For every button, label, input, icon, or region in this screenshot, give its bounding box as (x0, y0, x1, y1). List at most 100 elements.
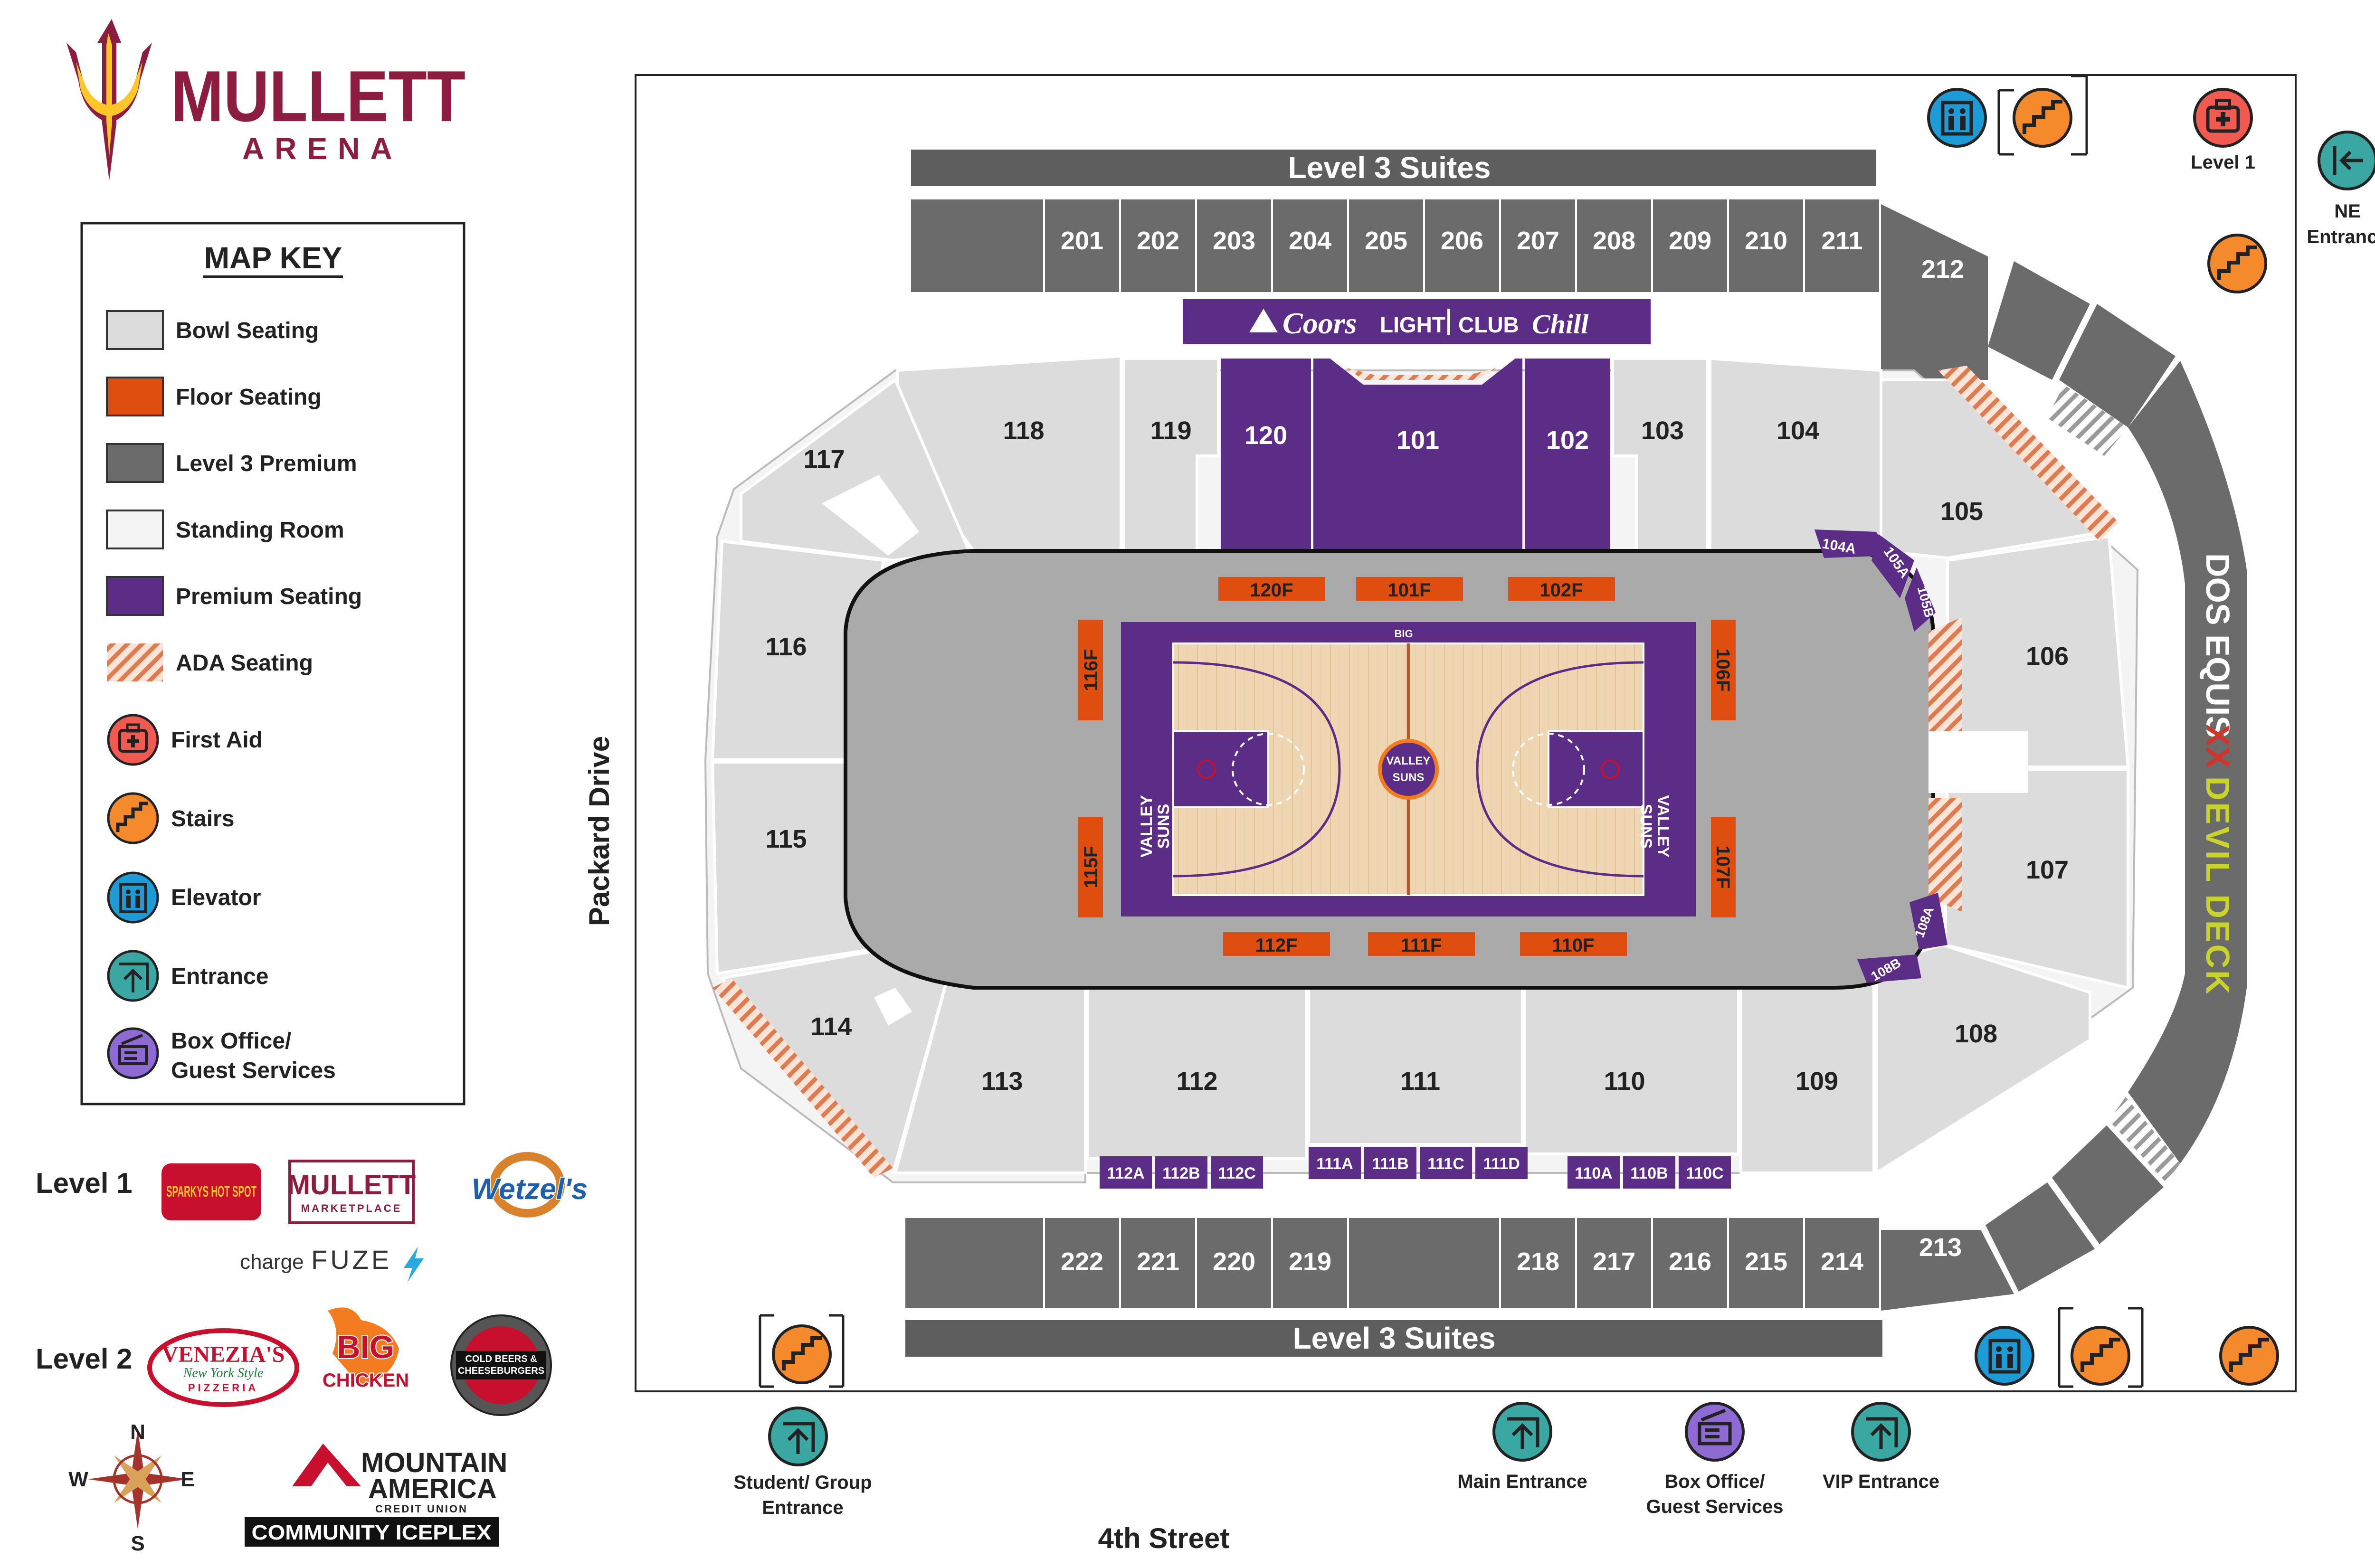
first-aid-ne[interactable]: Level 1 (2191, 88, 2255, 173)
club-light: LIGHT (1380, 312, 1445, 337)
section-204[interactable]: 204 (1289, 227, 1331, 255)
ne-entrance[interactable]: NE Entrance (2307, 131, 2375, 247)
section-111c[interactable]: 111C (1427, 1155, 1464, 1173)
key-label: Elevator (171, 885, 261, 910)
section-109[interactable]: 109 (1796, 1067, 1838, 1096)
stairs-ne-1[interactable] (1997, 75, 2088, 156)
elevator-icon (1988, 1339, 2021, 1374)
section-111d[interactable]: 111D (1483, 1155, 1520, 1173)
club-coors: Coors (1282, 306, 1357, 340)
section-105[interactable]: 105 (1940, 497, 1983, 526)
section-119[interactable]: 119 (1150, 416, 1191, 445)
section-215[interactable]: 215 (1745, 1247, 1787, 1276)
section-106f[interactable]: 106F (1712, 648, 1733, 691)
section-216[interactable]: 216 (1669, 1247, 1711, 1276)
section-201[interactable]: 201 (1061, 227, 1103, 255)
stairs-icon (2023, 100, 2062, 134)
student-entrance-line-2: Entrance (762, 1497, 843, 1518)
section-112a[interactable]: 112A (1107, 1164, 1144, 1182)
box-office-guest-services[interactable]: Box Office/ Guest Services (1646, 1402, 1784, 1517)
key-label: Premium Seating (176, 584, 362, 609)
section-112f[interactable]: 112F (1255, 935, 1298, 956)
section-116f[interactable]: 116F (1081, 649, 1102, 691)
section-118[interactable]: 118 (1003, 416, 1044, 445)
section-117[interactable]: 117 (803, 445, 845, 473)
sponsor-banner: COMMUNITY ICEPLEX (252, 1521, 492, 1544)
main-entrance[interactable]: Main Entrance (1457, 1402, 1587, 1492)
stairs-se-1[interactable] (2058, 1307, 2144, 1388)
section-211[interactable]: 211 (1821, 227, 1862, 255)
section-107[interactable]: 107 (2026, 856, 2069, 884)
section-205[interactable]: 205 (1365, 227, 1407, 255)
section-111f[interactable]: 111F (1401, 935, 1442, 956)
ne-entrance-line-2: Entrance (2307, 227, 2375, 247)
key-standing-room: Standing Room (106, 510, 344, 549)
section-120f[interactable]: 120F (1250, 580, 1293, 601)
section-110b[interactable]: 110B (1630, 1164, 1668, 1182)
section-202[interactable]: 202 (1137, 227, 1179, 255)
section-203[interactable]: 203 (1213, 227, 1255, 255)
section-112c[interactable]: 112C (1218, 1164, 1255, 1182)
section-213[interactable]: 213 (1919, 1233, 1962, 1262)
section-207[interactable]: 207 (1517, 227, 1559, 255)
section-110f[interactable]: 110F (1552, 935, 1595, 956)
stairs-sw[interactable] (759, 1314, 845, 1388)
section-221[interactable]: 221 (1137, 1247, 1179, 1276)
section-106[interactable]: 106 (2026, 642, 2069, 671)
section-219[interactable]: 219 (1289, 1247, 1331, 1276)
section-209[interactable]: 209 (1669, 227, 1711, 255)
section-110[interactable]: 110 (1604, 1067, 1645, 1096)
section-112[interactable]: 112 (1176, 1067, 1217, 1096)
compass-rose: N S W E (68, 1420, 194, 1555)
elevator-ne[interactable] (1927, 88, 1987, 148)
section-113[interactable]: 113 (981, 1067, 1023, 1096)
section-115f[interactable]: 115F (1081, 846, 1102, 888)
section-101[interactable]: 101 (1396, 426, 1439, 454)
compass-n: N (130, 1420, 145, 1444)
section-120[interactable]: 120 (1244, 421, 1287, 450)
marketplace-title: MULLETT (287, 1170, 416, 1200)
student-group-entrance[interactable]: Student/ Group Entrance (733, 1407, 872, 1518)
section-217[interactable]: 217 (1593, 1247, 1635, 1276)
section-102f[interactable]: 102F (1539, 580, 1583, 601)
section-110a[interactable]: 110A (1575, 1164, 1612, 1182)
vip-entrance[interactable]: VIP Entrance (1823, 1402, 1939, 1492)
section-214[interactable]: 214 (1821, 1247, 1863, 1276)
section-212[interactable]: 212 (1921, 255, 1964, 283)
key-label: Stairs (171, 806, 234, 831)
section-114[interactable]: 114 (810, 1012, 852, 1041)
street-4th-street: 4th Street (1098, 1522, 1230, 1554)
stairs-ne-2[interactable] (2207, 234, 2267, 293)
section-108[interactable]: 108 (1955, 1020, 1997, 1048)
section-110c[interactable]: 110C (1686, 1164, 1723, 1182)
section-112b[interactable]: 112B (1162, 1164, 1200, 1182)
top-premium-row: 201 202 203 204 205 206 207 208 209 210 … (911, 199, 1879, 292)
compass-e: E (180, 1468, 194, 1491)
section-111[interactable]: 111 (1400, 1067, 1440, 1096)
section-210[interactable]: 210 (1745, 227, 1787, 255)
key-entrance: Entrance (107, 950, 268, 1002)
section-102[interactable]: 102 (1546, 426, 1589, 454)
court-sideline-valley-west: VALLEY (1138, 795, 1156, 858)
section-116[interactable]: 116 (765, 633, 807, 661)
section-107f[interactable]: 107F (1712, 845, 1733, 888)
section-222[interactable]: 222 (1061, 1247, 1103, 1276)
first-aid-icon (2206, 99, 2240, 133)
section-220[interactable]: 220 (1213, 1247, 1255, 1276)
devil-deck: 212 213 DOS EQUIS XX DEVIL DECK (1881, 204, 2247, 1311)
section-115[interactable]: 115 (765, 825, 807, 853)
section-103[interactable]: 103 (1641, 416, 1684, 445)
stairs-se-2[interactable] (2219, 1326, 2279, 1386)
section-218[interactable]: 218 (1517, 1247, 1559, 1276)
level-3-suites-bottom-label: Level 3 Suites (1293, 1321, 1496, 1355)
section-101f[interactable]: 101F (1387, 580, 1431, 601)
brand-name: MULLETT (171, 56, 466, 137)
section-208[interactable]: 208 (1593, 227, 1635, 255)
elevator-se[interactable] (1975, 1326, 2034, 1386)
section-111b[interactable]: 111B (1372, 1155, 1409, 1173)
section-104[interactable]: 104 (1776, 416, 1819, 445)
mullett-arena-logo: MULLETT ARENA (66, 19, 466, 180)
section-111a[interactable]: 111A (1316, 1155, 1353, 1173)
section-206[interactable]: 206 (1441, 227, 1483, 255)
